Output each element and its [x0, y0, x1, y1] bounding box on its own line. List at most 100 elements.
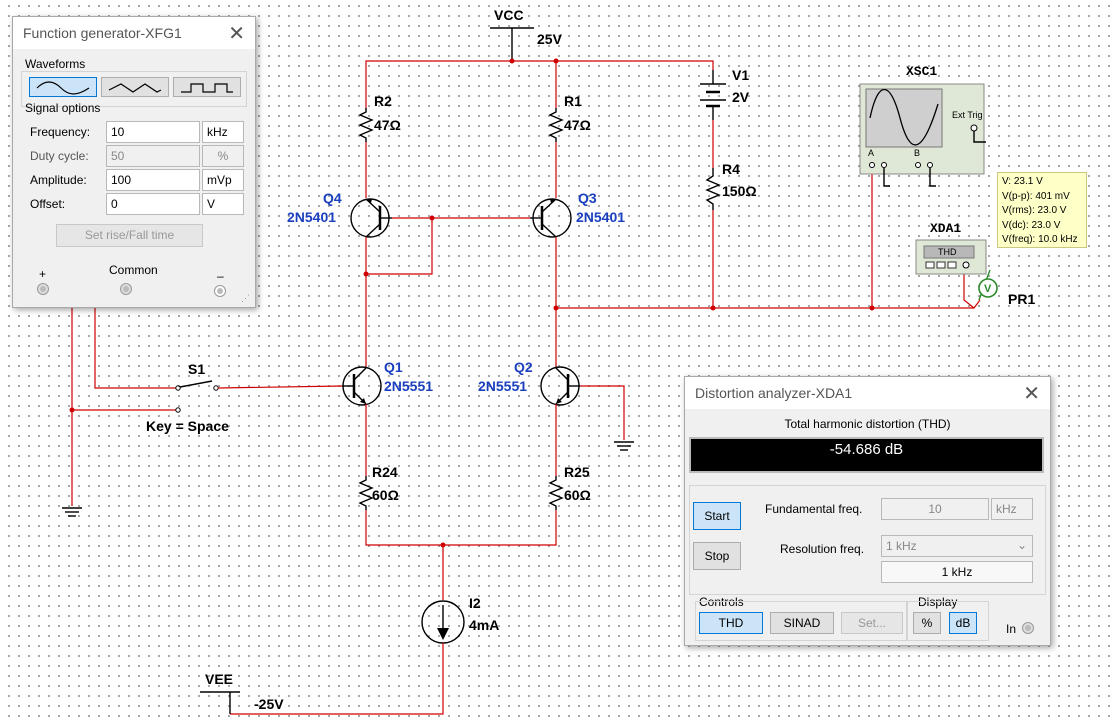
current-source-i2[interactable]: I2 4mA	[421, 595, 499, 644]
frequency-input[interactable]: 10	[106, 121, 200, 143]
display-group	[907, 601, 989, 641]
thd-reading-display: -54.686 dB	[689, 437, 1044, 473]
fundamental-freq-unit: kHz	[991, 498, 1033, 520]
sinad-button[interactable]: SINAD	[770, 612, 834, 634]
probe-vpp: V(p-p): 401 mV	[1002, 190, 1070, 202]
offset-unit[interactable]: V	[202, 193, 244, 215]
xda1-name: XDA1	[930, 221, 961, 236]
r25-name: R25	[564, 464, 590, 480]
v1-value: 2V	[732, 89, 750, 105]
terminal-common-label: Common	[109, 263, 158, 277]
r2-name: R2	[374, 93, 392, 109]
xda1-label: THD	[938, 247, 957, 257]
pr1-name: PR1	[1008, 291, 1035, 307]
resolution-freq-select: 1 kHz ⌄	[881, 535, 1033, 557]
waveforms-group	[21, 71, 247, 107]
thd-reading: -54.686 dB	[829, 441, 904, 458]
thd-heading: Total harmonic distortion (THD)	[784, 417, 951, 431]
stop-button[interactable]: Stop	[693, 542, 741, 570]
transistor-q1[interactable]: Q1 2N5551	[342, 359, 433, 406]
square-wave-icon	[181, 83, 233, 93]
terminal-minus[interactable]	[214, 285, 226, 297]
distortion-analyzer-xda1[interactable]: XDA1 THD	[915, 221, 987, 275]
terminal-minus-label: –	[217, 269, 224, 283]
q1-model: 2N5551	[384, 378, 433, 394]
oscilloscope-xsc1[interactable]: XSC1 Ext Trig A B	[859, 64, 986, 187]
probe-pr1[interactable]: V PR1	[978, 269, 1035, 307]
probe-vfreq: V(freq): 10.0 kHz	[1002, 234, 1078, 245]
triangle-wave-button[interactable]	[101, 77, 169, 97]
probe-v: V: 23.1 V	[1002, 176, 1043, 187]
resistor-r1[interactable]: R1 47Ω	[548, 93, 591, 142]
fg-title-bar[interactable]: Function generator-XFG1 ✕	[13, 17, 255, 49]
thd-button[interactable]: THD	[699, 612, 763, 634]
da-title-bar[interactable]: Distortion analyzer-XDA1 ✕	[685, 377, 1050, 409]
resistor-r4[interactable]: R4 150Ω	[705, 161, 757, 210]
set-button[interactable]: Set...	[841, 612, 903, 634]
pr1-symbol: V	[984, 283, 992, 295]
q2-model: 2N5551	[478, 378, 527, 394]
resistor-r24[interactable]: R24 60Ω	[358, 464, 399, 510]
r25-value: 60Ω	[564, 487, 591, 503]
q2-name: Q2	[514, 359, 533, 375]
resistor-r25[interactable]: R25 60Ω	[548, 464, 591, 510]
battery-v1[interactable]: V1 2V	[700, 67, 750, 120]
close-icon[interactable]: ✕	[1023, 383, 1040, 405]
waveforms-label: Waveforms	[25, 57, 86, 71]
resolution-select-value: 1 kHz	[886, 539, 917, 553]
s1-name: S1	[188, 361, 205, 377]
q1-name: Q1	[384, 359, 403, 375]
percent-button[interactable]: %	[913, 612, 941, 634]
start-button[interactable]: Start	[693, 502, 741, 530]
resolution-freq-label: Resolution freq.	[780, 542, 865, 556]
display-label: Display	[918, 595, 958, 609]
square-wave-button[interactable]	[173, 77, 241, 97]
vcc-value: 25V	[537, 31, 563, 47]
s1-key: Key = Space	[146, 418, 229, 434]
vee-supply[interactable]: VEE -25V	[200, 671, 284, 714]
in-terminal[interactable]	[1022, 622, 1034, 634]
probe-vdc: V(dc): 23.0 V	[1002, 219, 1061, 231]
amplitude-input[interactable]: 100	[106, 169, 200, 191]
transistor-q4[interactable]: Q4 2N5401	[287, 190, 392, 238]
terminal-plus[interactable]	[37, 283, 49, 295]
set-rise-fall-button[interactable]: Set rise/Fall time	[56, 224, 203, 247]
switch-s1[interactable]: S1 Key = Space	[146, 361, 229, 434]
ground-q2	[614, 441, 634, 451]
transistor-q3[interactable]: Q3 2N5401	[530, 190, 625, 238]
amplitude-unit[interactable]: mVp	[202, 169, 244, 191]
xsc1-ch-b: B	[914, 148, 920, 158]
r24-value: 60Ω	[372, 487, 399, 503]
resistor-r2[interactable]: R2 47Ω	[358, 93, 401, 142]
db-button[interactable]: dB	[949, 612, 977, 634]
transistor-q2[interactable]: Q2 2N5551	[478, 359, 580, 406]
r1-value: 47Ω	[564, 117, 591, 133]
frequency-unit[interactable]: kHz	[202, 121, 244, 143]
duty-cycle-label: Duty cycle:	[30, 149, 89, 163]
resize-grip-icon[interactable]: ⋰	[241, 293, 250, 303]
amplitude-label: Amplitude:	[30, 173, 87, 187]
terminal-common[interactable]	[120, 283, 132, 295]
frequency-label: Frequency:	[30, 125, 91, 139]
sine-wave-button[interactable]	[29, 77, 97, 97]
resolution-freq-value: 1 kHz	[881, 561, 1033, 583]
distortion-analyzer-window[interactable]: Distortion analyzer-XDA1 ✕ Total harmoni…	[684, 376, 1051, 646]
offset-input[interactable]: 0	[106, 193, 200, 215]
controls-group	[695, 601, 907, 641]
sine-wave-icon	[36, 81, 90, 95]
terminal-plus-label: +	[39, 267, 47, 281]
close-icon[interactable]: ✕	[228, 23, 245, 45]
vcc-supply[interactable]: VCC 25V	[490, 7, 563, 61]
in-label: In	[1006, 622, 1017, 636]
probe-vrms: V(rms): 23.0 V	[1002, 205, 1067, 216]
triangle-wave-icon	[108, 83, 162, 93]
r2-value: 47Ω	[374, 117, 401, 133]
q3-model: 2N5401	[576, 209, 625, 225]
controls-label: Controls	[699, 595, 744, 609]
function-generator-window[interactable]: Function generator-XFG1 ✕ Waveforms Sign…	[12, 16, 256, 308]
duty-cycle-unit: %	[202, 145, 244, 167]
r4-name: R4	[722, 161, 740, 177]
v1-name: V1	[732, 67, 749, 83]
fundamental-freq-label: Fundamental freq.	[765, 502, 863, 516]
